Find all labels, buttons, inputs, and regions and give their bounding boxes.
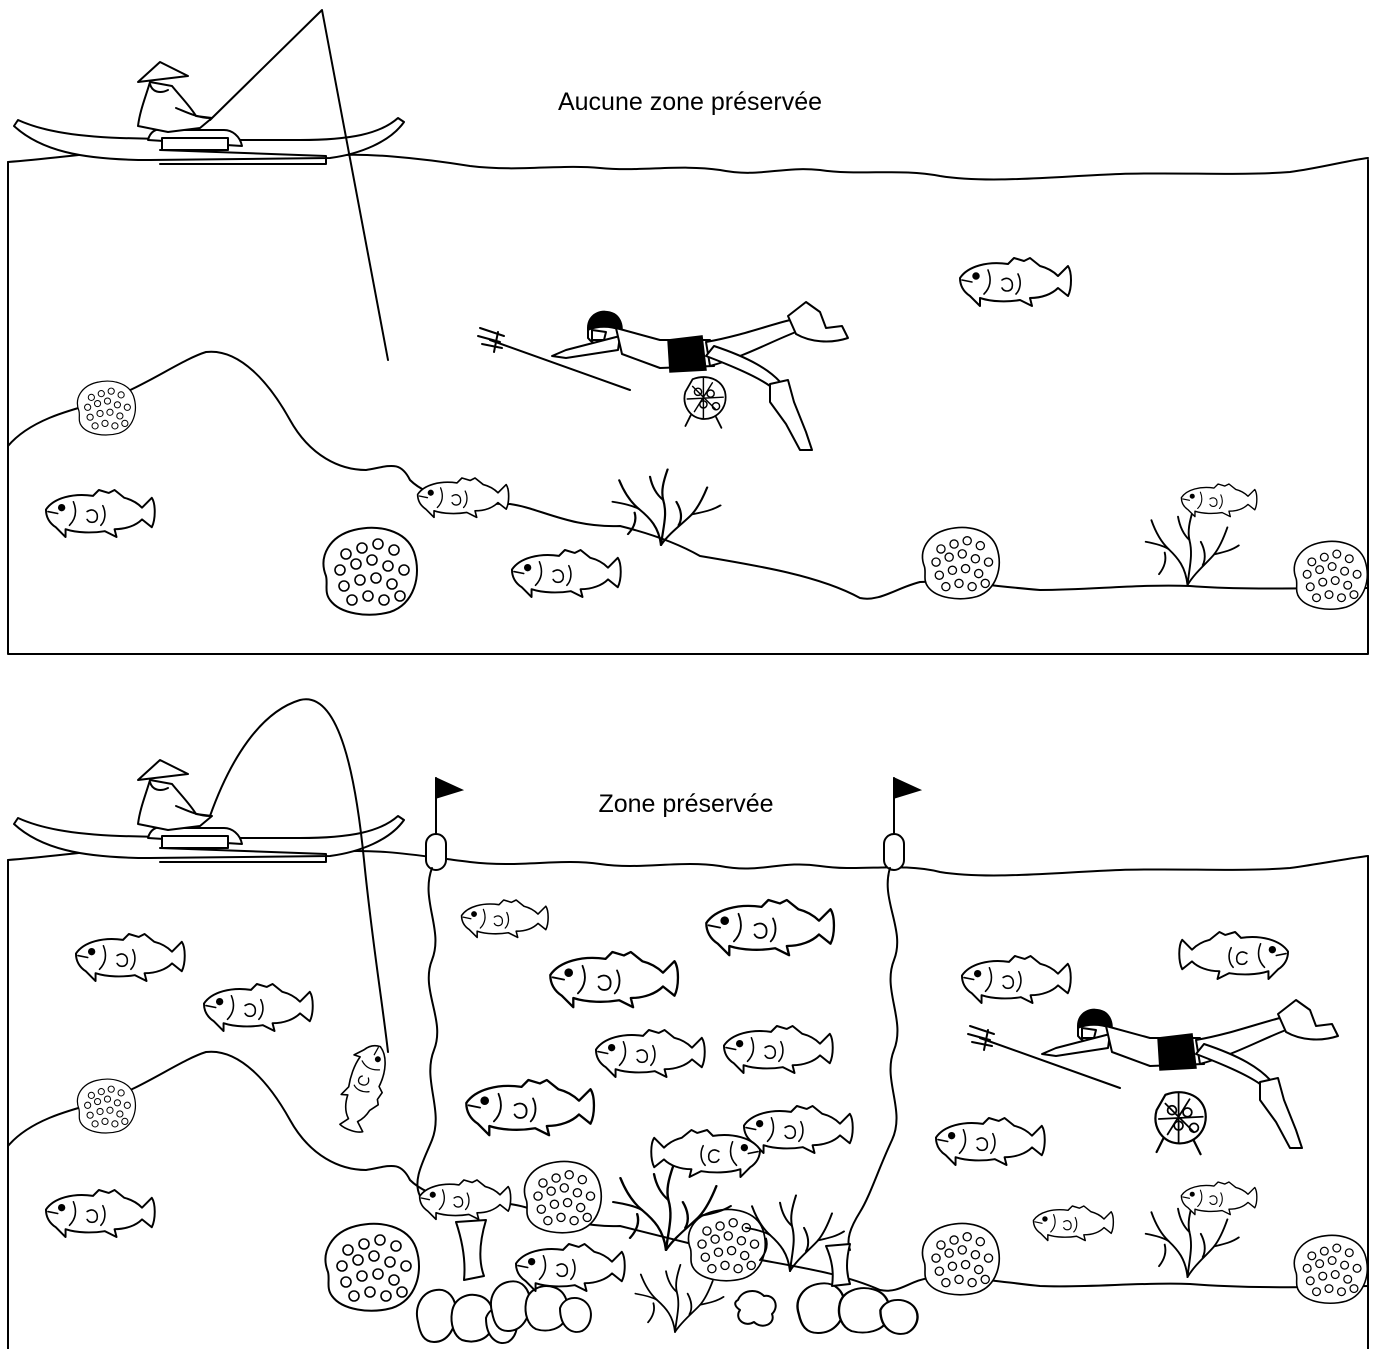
fishing-boat-icon [14,760,404,862]
fish-icon [651,1130,760,1177]
spear-diver-icon [968,1000,1338,1148]
branching-coral-icon [613,469,721,545]
small-coral-icon [735,1291,775,1326]
brain-coral-icon [1294,541,1367,609]
fishing-line [210,10,388,360]
panel-reserve: Zone préservée [8,699,1368,1349]
buoy-flag-icon [426,778,462,870]
rocks-icon [798,1283,918,1334]
fish-icon [960,258,1071,306]
fishing-boat-icon [14,62,404,164]
fish-icon [76,934,185,981]
fish-icon [744,1106,853,1153]
brain-coral-icon [77,1079,135,1133]
fish-icon [936,1118,1045,1165]
brain-coral-icon [324,528,417,615]
fish-icon [550,952,678,1007]
fish-icon [466,1080,594,1135]
spear-diver-icon [478,302,848,450]
fish-icon [1033,1206,1113,1241]
fish-icon [512,550,621,597]
brain-coral-icon [326,1224,419,1311]
fish-icon [1181,484,1256,517]
fish-icon [1181,1182,1256,1215]
sponge-icon [826,1244,850,1286]
fish-icon [724,1026,833,1073]
fish-icon [462,900,549,937]
brain-coral-icon [525,1161,602,1232]
fish-icon [418,478,509,517]
fish-icon [516,1244,625,1291]
fish-icon [596,1030,705,1077]
brain-coral-icon [1294,1235,1367,1303]
branching-coral-icon [1146,509,1239,585]
reserve-boundary-right [848,868,897,1250]
panel-title-no-reserve: Aucune zone préservée [558,88,822,116]
fish-icon [46,490,155,537]
rocks-icon [491,1281,591,1332]
fish-icon [962,956,1071,1003]
sponge-icon [456,1220,486,1280]
fish-icon [420,1180,511,1219]
brain-coral-icon [77,381,135,435]
brain-coral-icon [923,1223,1000,1294]
hooked-fish-icon [332,1040,396,1136]
fish-icon [204,984,313,1031]
fish-icon [1179,932,1288,979]
catch-bag-icon [1155,1092,1205,1154]
reserve-boundary-left [417,868,437,1196]
buoy-flag-icon [884,778,920,870]
brain-coral-icon [689,1209,766,1280]
fish-icon [706,900,834,955]
panel-no-reserve: Aucune zone préservée [8,10,1368,654]
brain-coral-icon [923,527,1000,598]
catch-bag-icon [684,377,725,428]
panel-title-reserve: Zone préservée [598,790,773,818]
fish-icon [46,1190,155,1237]
